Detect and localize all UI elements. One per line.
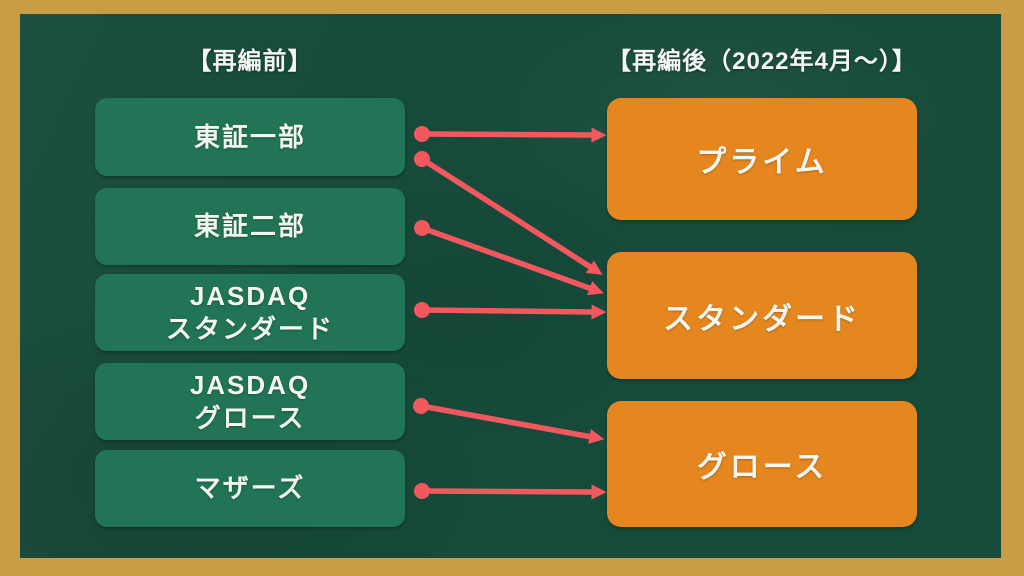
before-box-tse-first-section: 東証一部 bbox=[95, 98, 405, 176]
before-box-label: 東証一部 bbox=[193, 121, 306, 152]
before-box-label-line2: スタンダード bbox=[165, 313, 334, 344]
before-box-tse-second-section: 東証二部 bbox=[95, 188, 405, 265]
before-box-label-line2: グロース bbox=[194, 402, 306, 433]
heading-after-restructure: 【再編後（2022年4月〜）】 bbox=[607, 48, 917, 75]
before-box-label: JASDAQ bbox=[189, 369, 311, 400]
before-box-mothers: マザーズ bbox=[95, 450, 405, 527]
before-box-jasdaq-growth: JASDAQ グロース bbox=[95, 363, 405, 440]
after-box-label: グロース bbox=[696, 451, 828, 484]
after-box-prime: プライム bbox=[607, 98, 917, 220]
after-box-label: プライム bbox=[696, 146, 828, 179]
heading-before-restructure: 【再編前】 bbox=[187, 48, 313, 75]
after-box-standard: スタンダード bbox=[607, 252, 917, 379]
after-box-growth: グロース bbox=[607, 401, 917, 527]
before-box-label: 東証二部 bbox=[193, 211, 306, 241]
after-box-label: スタンダード bbox=[663, 302, 861, 336]
before-box-jasdaq-standard: JASDAQ スタンダード bbox=[95, 274, 405, 351]
before-box-label: JASDAQ bbox=[189, 280, 311, 311]
before-box-label: マザーズ bbox=[194, 473, 306, 503]
